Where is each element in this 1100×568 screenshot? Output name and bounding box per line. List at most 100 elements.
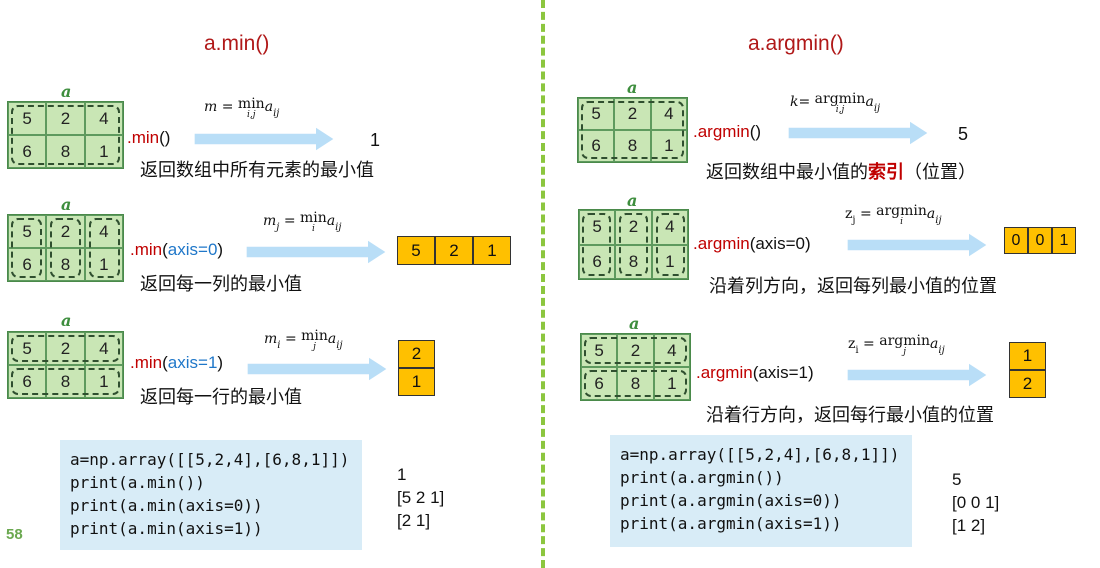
right-row1-matrix: 5 2 4 6 8 1 — [577, 97, 688, 163]
matrix-cell: 5 — [8, 215, 47, 248]
left-row1-description: 返回数组中所有元素的最小值 — [140, 160, 374, 180]
matrix-cell: 1 — [650, 130, 687, 162]
result-cell: 0 — [1028, 227, 1052, 254]
right-row3-arrow-icon — [847, 363, 987, 387]
matrix-cell: 5 — [8, 102, 47, 135]
right-code-block: a=np.array([[5,2,4],[6,8,1]]) print(a.ar… — [610, 435, 912, 547]
result-cell: 2 — [1009, 370, 1046, 398]
center-divider — [541, 0, 545, 568]
right-row3-op: .argmin(axis=1) — [696, 363, 814, 382]
left-row1-result: 1 — [370, 130, 381, 150]
matrix-cell: 1 — [651, 244, 688, 279]
matrix-cell: 1 — [653, 367, 690, 400]
right-row3-result-array: 1 2 — [1009, 342, 1046, 398]
left-row1-matrix: 5 2 4 6 8 1 — [7, 101, 124, 169]
matrix-cell: 4 — [84, 332, 123, 365]
right-row3-description: 沿着行方向，返回每行最小值的位置 — [706, 405, 994, 425]
result-cell: 5 — [397, 236, 435, 265]
matrix-cell: 5 — [581, 334, 618, 367]
matrix-cell: 6 — [8, 135, 47, 168]
matrix-cell: 4 — [653, 334, 690, 367]
matrix-cell: 8 — [614, 130, 651, 162]
right-row2-matrix: 5 2 4 6 8 1 — [578, 209, 689, 280]
matrix-cell: 2 — [46, 215, 85, 248]
right-row3-matrix-label: a — [629, 314, 640, 333]
left-row2-matrix-label: a — [61, 195, 72, 214]
left-row3-description: 返回每一行的最小值 — [140, 387, 302, 407]
left-code-block: a=np.array([[5,2,4],[6,8,1]]) print(a.mi… — [60, 440, 362, 550]
left-row2-matrix: 5 2 4 6 8 1 — [7, 214, 124, 282]
page-number: 58 — [6, 526, 23, 543]
matrix-cell: 8 — [46, 135, 85, 168]
output-line: [5 2 1] — [397, 488, 445, 507]
matrix-cell: 4 — [650, 98, 687, 130]
matrix-cell: 8 — [46, 365, 85, 398]
matrix-cell: 6 — [581, 367, 618, 400]
matrix-cell: 5 — [578, 98, 615, 130]
output-line: 5 — [952, 470, 962, 489]
matrix-cell: 6 — [8, 365, 47, 398]
right-row1-matrix-label: a — [627, 78, 638, 97]
code-line: print(a.argmin(axis=1)) — [620, 514, 842, 533]
matrix-cell: 4 — [84, 215, 123, 248]
code-line: print(a.min(axis=0)) — [70, 496, 263, 515]
left-row3-matrix: 5 2 4 6 8 1 — [7, 331, 124, 399]
code-line: print(a.argmin()) — [620, 468, 784, 487]
result-cell: 1 — [1009, 342, 1046, 370]
left-row3-arrow-icon — [247, 357, 387, 381]
matrix-cell: 4 — [651, 210, 688, 245]
result-cell: 2 — [398, 340, 435, 368]
left-row3-result-array: 2 1 — [398, 340, 435, 396]
code-line: print(a.min()) — [70, 473, 205, 492]
left-row2-result-array: 5 2 1 — [397, 236, 511, 265]
code-line: a=np.array([[5,2,4],[6,8,1]]) — [70, 450, 350, 469]
left-code-output: 1 [5 2 1] [2 1] — [397, 463, 444, 532]
left-row1-arrow-icon — [194, 127, 334, 151]
right-row2-matrix-label: a — [627, 191, 638, 210]
matrix-cell: 1 — [84, 248, 123, 281]
code-line: a=np.array([[5,2,4],[6,8,1]]) — [620, 445, 900, 464]
matrix-cell: 5 — [579, 210, 616, 245]
matrix-cell: 6 — [578, 130, 615, 162]
right-row1-description: 返回数组中最小值的索引（位置） — [706, 162, 976, 182]
matrix-cell: 2 — [615, 210, 652, 245]
matrix-cell: 2 — [46, 102, 85, 135]
right-row1-op: .argmin() — [693, 122, 762, 141]
right-row3-matrix: 5 2 4 6 8 1 — [580, 333, 691, 401]
left-row2-arrow-icon — [246, 240, 386, 264]
left-row2-description: 返回每一列的最小值 — [140, 274, 302, 294]
matrix-cell: 2 — [614, 98, 651, 130]
left-title: a.min() — [204, 32, 270, 55]
matrix-cell: 4 — [84, 102, 123, 135]
matrix-cell: 8 — [46, 248, 85, 281]
result-cell: 1 — [398, 368, 435, 396]
right-title: a.argmin() — [748, 32, 844, 55]
output-line: [2 1] — [397, 511, 431, 530]
result-cell: 1 — [1052, 227, 1076, 254]
matrix-cell: 6 — [8, 248, 47, 281]
output-line: 1 — [397, 465, 407, 484]
left-row3-matrix-label: a — [61, 311, 72, 330]
result-cell: 2 — [435, 236, 473, 265]
right-code-output: 5 [0 0 1] [1 2] — [952, 468, 999, 537]
matrix-cell: 8 — [617, 367, 654, 400]
matrix-cell: 2 — [617, 334, 654, 367]
left-row3-op: .min(axis=1) — [130, 353, 224, 372]
left-row1-op: .min() — [127, 128, 171, 147]
right-row1-result: 5 — [958, 124, 969, 144]
code-line: print(a.argmin(axis=0)) — [620, 491, 842, 510]
matrix-cell: 8 — [615, 244, 652, 279]
output-line: [0 0 1] — [952, 493, 1000, 512]
code-line: print(a.min(axis=1)) — [70, 519, 263, 538]
right-row2-description: 沿着列方向，返回每列最小值的位置 — [709, 276, 997, 296]
matrix-cell: 5 — [8, 332, 47, 365]
left-row2-op: .min(axis=0) — [130, 240, 224, 259]
right-row1-arrow-icon — [788, 121, 928, 145]
result-cell: 1 — [473, 236, 511, 265]
left-row1-matrix-label: a — [61, 82, 72, 101]
matrix-cell: 6 — [579, 244, 616, 279]
